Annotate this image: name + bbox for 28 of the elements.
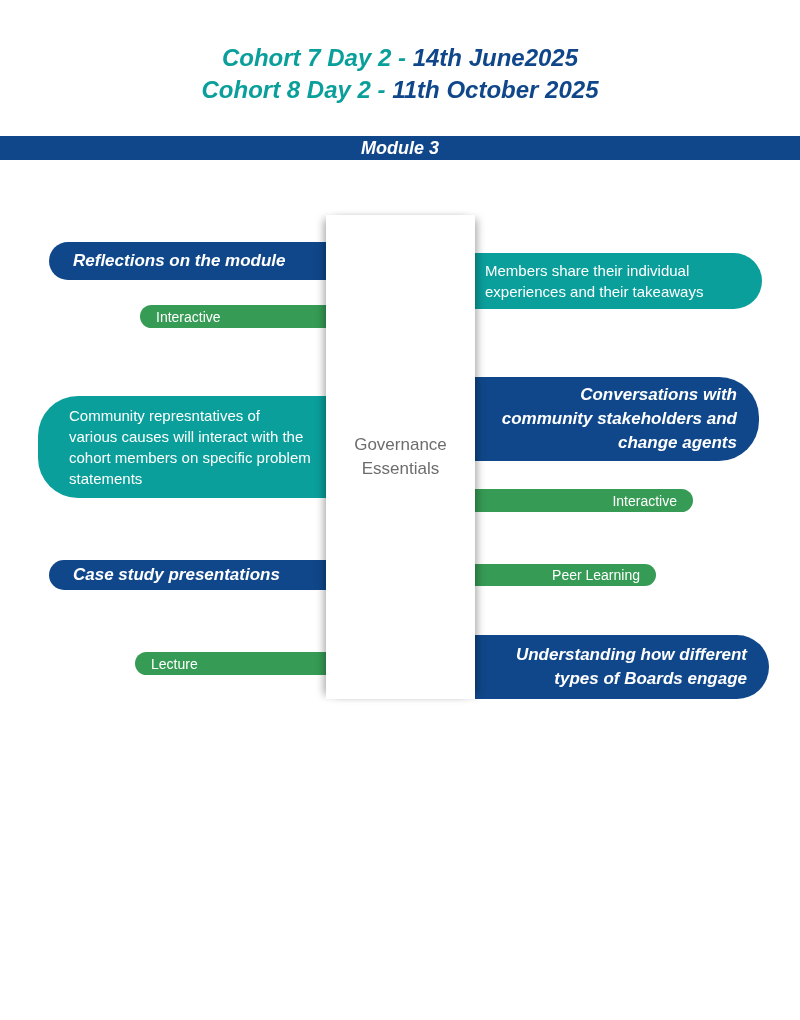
topic-pill bbox=[49, 242, 326, 280]
description-text: Members share their individual experiences and their takeaways bbox=[485, 261, 705, 302]
topic-title: Conversations with community stakeholders and change agents bbox=[500, 384, 737, 454]
topic-title: Reflections on the module bbox=[73, 250, 286, 272]
format-tag bbox=[475, 489, 693, 512]
format-tag bbox=[140, 305, 326, 328]
format-tag bbox=[135, 652, 326, 675]
format-label: Interactive bbox=[156, 308, 221, 325]
topic-pill bbox=[49, 560, 326, 590]
description-pill bbox=[38, 396, 326, 498]
format-label: Lecture bbox=[151, 655, 198, 672]
format-tag bbox=[475, 564, 656, 586]
topic-title: Case study presentations bbox=[73, 564, 280, 586]
title-text: Cohort 7 Day 2 - bbox=[221, 44, 406, 71]
format-label: Peer Learning bbox=[552, 567, 640, 583]
module-banner bbox=[0, 136, 800, 160]
title-text: Cohort 8 Day 2 - bbox=[201, 76, 386, 103]
column-title: Governance Essentials bbox=[353, 434, 448, 480]
format-label: Interactive bbox=[612, 492, 677, 509]
description-text: Community represntatives of various causes will interact with the cohort members on specific problem statements bbox=[69, 406, 312, 489]
description-pill bbox=[475, 253, 762, 309]
title-text: 11th October 2025 bbox=[392, 76, 599, 103]
topic-pill bbox=[475, 635, 769, 699]
center-column bbox=[326, 215, 475, 699]
topic-title: Understanding how different types of Boards engage bbox=[514, 644, 747, 690]
banner-title: Module 3 bbox=[361, 137, 439, 159]
topic-pill bbox=[475, 377, 759, 461]
title-text: 14th June2025 bbox=[412, 44, 579, 71]
